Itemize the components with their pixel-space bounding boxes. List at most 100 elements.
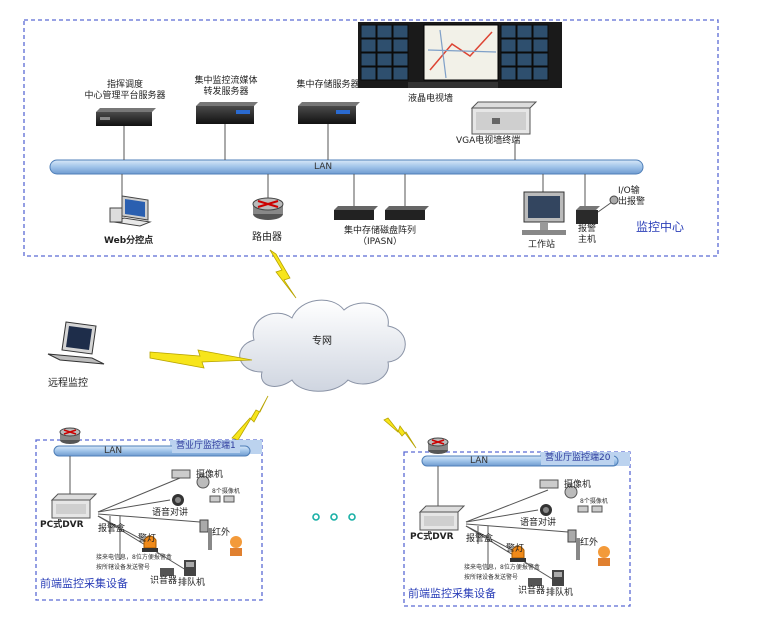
site2-voice-label: 语音对讲 — [520, 518, 557, 528]
bolt-site1 — [231, 395, 269, 441]
storage-array-label: 集中存储磁盘阵列 （IPASN） — [330, 226, 430, 248]
site2-recognizer-label: 识音器 — [518, 586, 546, 596]
site2-warning-light-icon — [510, 545, 526, 562]
site1-speaker-icon — [172, 494, 184, 506]
workstation-icon — [522, 191, 566, 235]
router-icon — [252, 197, 284, 220]
site2-queue-label: 排队机 — [546, 588, 574, 598]
video-wall-icon — [358, 22, 562, 88]
vga-terminal-label: VGA电视墙终端 — [456, 136, 521, 146]
wan-links — [149, 249, 417, 449]
web-client-pc-icon — [109, 195, 152, 227]
site1-warning-light-icon — [142, 535, 158, 552]
site1-queue-note1: 接来电信息，8位方便报警盒 — [96, 554, 172, 561]
site1-footer: 前端监控采集设备 — [40, 577, 128, 590]
site2-lan-label: LAN — [470, 456, 489, 466]
site1-recognizer-label: 识音器 — [150, 576, 178, 586]
server3-label: 集中存储服务器 — [280, 80, 376, 91]
site1-cameras-note: 8个摄像机 — [212, 488, 240, 495]
vga-terminal-icon — [470, 101, 538, 135]
site2-wiring — [437, 466, 569, 581]
site1-multi-camera-icon — [209, 495, 235, 503]
site1-light-label: 警灯 — [138, 534, 157, 544]
remote-label: 远程监控 — [48, 378, 88, 389]
site1-dvr-label: PC式DVR — [40, 520, 84, 530]
site1-alarm-box-label: 报警盒 — [98, 524, 126, 534]
router-label: 路由器 — [252, 232, 282, 243]
site-ellipsis-dots — [312, 513, 356, 521]
site2-queue-note2: 按所辖设备发送警号 — [464, 574, 519, 581]
site1-infrared-label: 红外 — [212, 528, 231, 538]
center-connectors — [121, 124, 586, 212]
site1-intercom-icon — [199, 519, 209, 533]
site1-voice-label: 语音对讲 — [152, 508, 189, 518]
site2-queue-note1: 接来电信息，8位方便报警盒 — [464, 564, 540, 571]
site1-wiring — [69, 456, 201, 571]
cloud-label: 专网 — [312, 336, 332, 347]
site2-alarm-box-label: 报警盒 — [466, 534, 494, 544]
site1-queue-note2: 按所辖设备发送警号 — [96, 564, 151, 571]
storage-server-icon — [298, 102, 360, 124]
center-lan-bar — [49, 159, 644, 175]
center-lan-label: LAN — [314, 162, 333, 172]
site2-footer: 前端监控采集设备 — [408, 587, 496, 600]
bolt-remote — [149, 349, 253, 369]
site1-dvr-icon — [50, 493, 98, 519]
alarm-host-label-line2: 主机 — [577, 235, 596, 245]
site2-dvr-icon — [418, 505, 466, 531]
web-client-label: Web分控点 — [104, 236, 154, 246]
site2-frame — [403, 451, 631, 607]
site1-frame — [35, 439, 263, 601]
site1-tag: 营业厅监控端1 — [172, 440, 240, 453]
server2-label: 集中监控流媒体 转发服务器 — [176, 76, 276, 98]
site2-tag: 营业厅监控端20 — [541, 452, 615, 465]
center-title: 监控中心 — [636, 220, 685, 234]
site2-infrared-label: 红外 — [580, 538, 599, 548]
site2-multi-camera-icon — [577, 505, 603, 513]
lcd-wall-label: 液晶电视墙 — [408, 94, 454, 104]
alarm-host-icon — [576, 195, 619, 224]
site1-recognizer-icon — [160, 568, 174, 576]
server1-label-line2: 中心管理平台服务器 — [84, 91, 166, 101]
site2-camera-icon — [539, 479, 578, 499]
bolt-site2 — [383, 417, 417, 449]
alarm-host-label-line1: 报警 — [577, 224, 596, 234]
alarm-host-label: 报警 主机 — [572, 224, 602, 246]
server2-label-line2: 转发服务器 — [203, 87, 249, 97]
site1-camera-label: 摄像机 — [196, 470, 224, 480]
storage-array-label-line2: （IPASN） — [357, 237, 403, 247]
site1-camera-icon — [171, 469, 210, 489]
site2-light-label: 警灯 — [506, 544, 525, 554]
server3-label-line1: 集中存储服务器 — [296, 80, 360, 90]
site2-speaker-icon — [540, 504, 552, 516]
site2-router-icon — [427, 437, 449, 454]
laptop-icon — [47, 321, 105, 365]
center-frame — [23, 19, 719, 257]
server1-label-line1: 指挥调度 — [106, 80, 143, 90]
site2-cameras-note: 8个摄像机 — [580, 498, 608, 505]
site2-recognizer-icon — [528, 578, 542, 586]
site2-dvr-label: PC式DVR — [410, 532, 454, 542]
site1-lan-label: LAN — [104, 446, 123, 456]
storage-array-label-line1: 集中存储磁盘阵列 — [343, 226, 416, 236]
server2-label-line1: 集中监控流媒体 — [194, 76, 258, 86]
site1-infrared-icon — [208, 528, 242, 556]
io-alarm-label-line2: 出报警 — [618, 197, 646, 207]
site2-infrared-icon — [576, 538, 610, 566]
private-network-cloud — [239, 299, 406, 392]
site2-camera-label: 摄像机 — [564, 480, 592, 490]
site2-queue-machine-icon — [552, 570, 564, 586]
storage-array-icon — [334, 206, 429, 220]
server1-label: 指挥调度 中心管理平台服务器 — [70, 80, 180, 102]
site1-router-icon — [59, 427, 81, 444]
workstation-label: 工作站 — [528, 240, 556, 250]
site1-queue-machine-icon — [184, 560, 196, 576]
management-server-icon — [96, 108, 156, 126]
site2-intercom-icon — [567, 529, 577, 543]
io-alarm-label: I/O输 出报警 — [618, 186, 645, 208]
stream-server-icon — [196, 102, 258, 124]
io-alarm-label-line1: I/O输 — [618, 186, 640, 196]
site1-queue-label: 排队机 — [178, 578, 206, 588]
bolt-center — [269, 249, 297, 299]
